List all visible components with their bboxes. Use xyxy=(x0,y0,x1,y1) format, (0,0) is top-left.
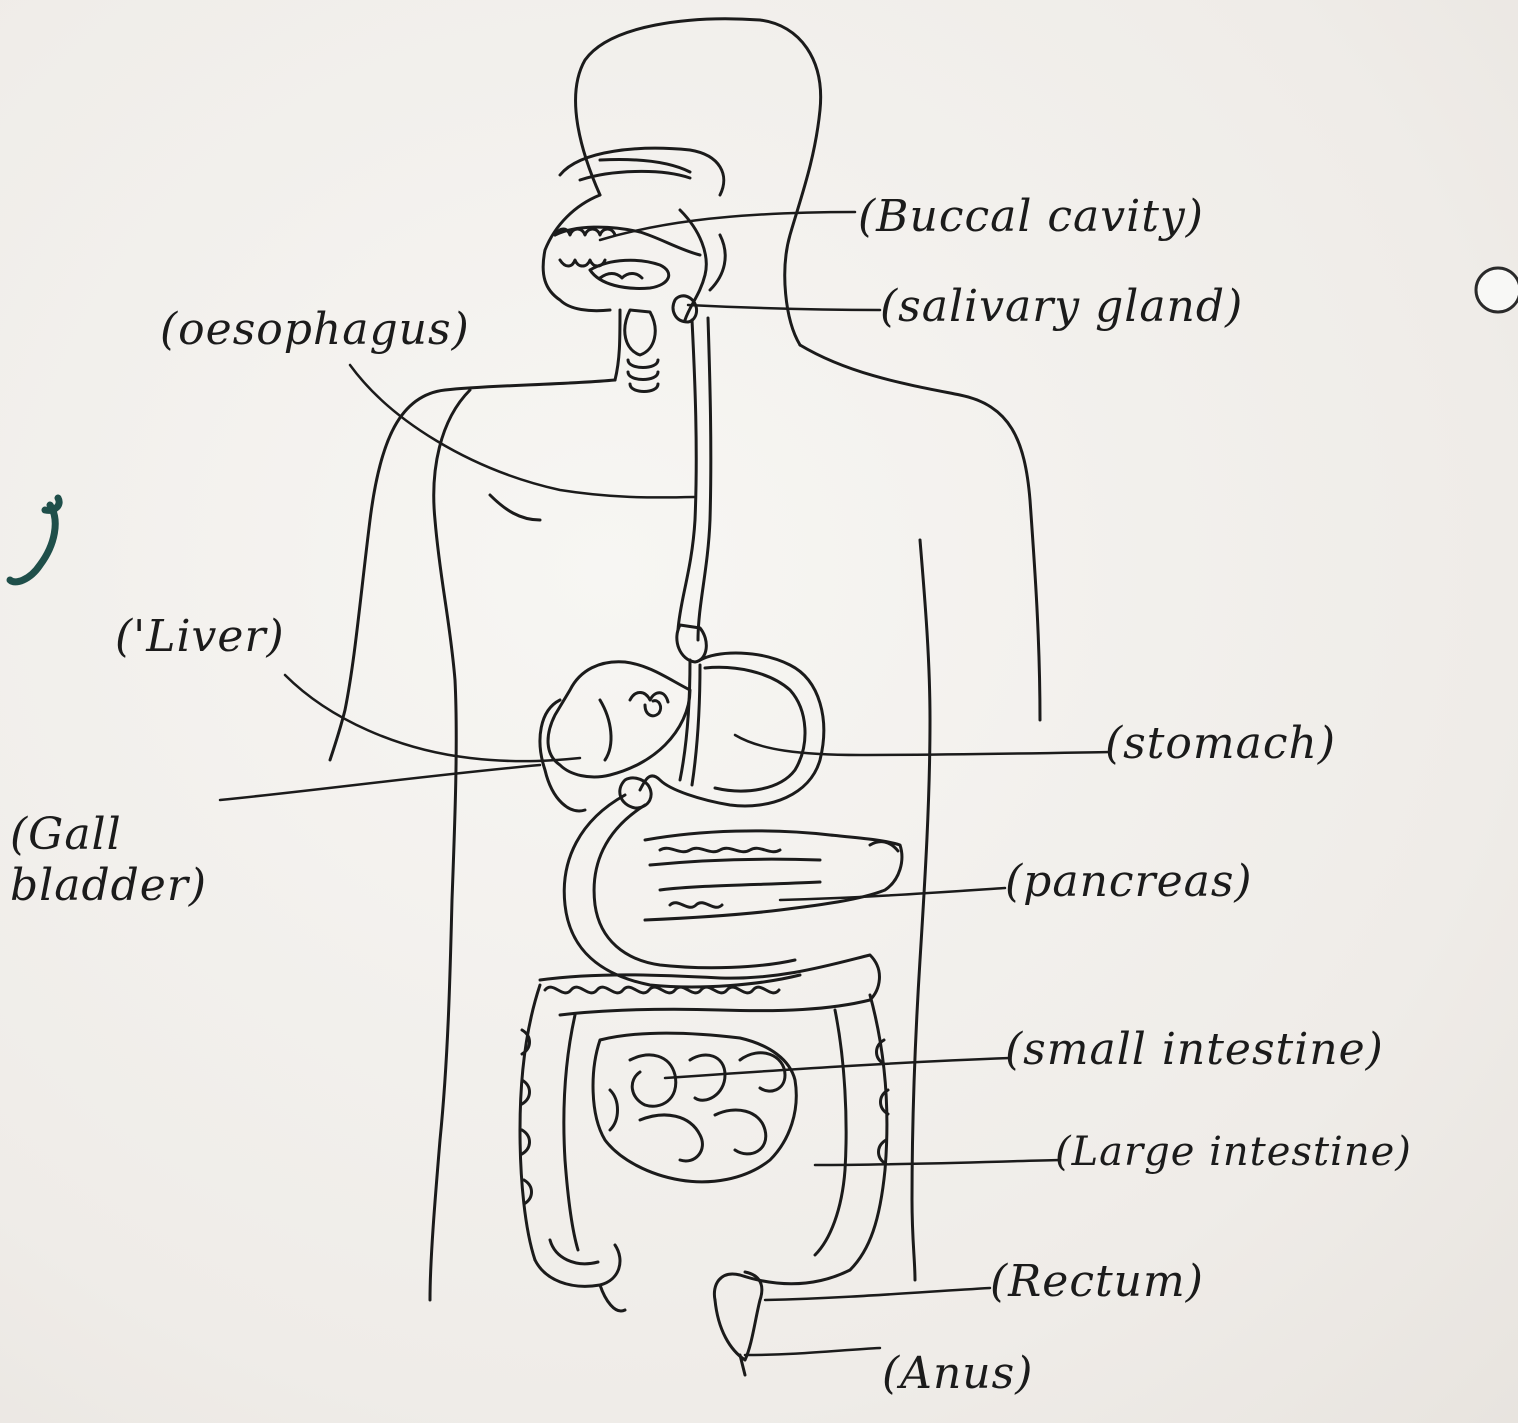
leader-buccal-cavity xyxy=(600,212,855,240)
label-oesophagus: (oesophagus) xyxy=(160,308,470,352)
punch-hole xyxy=(1476,268,1518,312)
leader-pancreas xyxy=(780,888,1005,900)
liver-drawing xyxy=(540,662,690,811)
leader-large-intestine xyxy=(815,1160,1060,1165)
leader-small-intestine xyxy=(665,1058,1010,1078)
duodenum-drawing xyxy=(564,795,800,987)
label-buccal-cavity: (Buccal cavity) xyxy=(858,195,1204,239)
leader-salivary-gland xyxy=(688,305,880,310)
label-anus: (Anus) xyxy=(882,1352,1033,1396)
leader-liver xyxy=(285,675,580,761)
leader-stomach xyxy=(735,735,1110,755)
label-salivary-gland: (salivary gland) xyxy=(880,285,1243,329)
label-small-intestine: (small intestine) xyxy=(1005,1028,1384,1072)
small-intestine-drawing xyxy=(593,1033,796,1182)
leader-gall-bladder xyxy=(220,765,540,800)
pancreas-drawing xyxy=(645,831,902,920)
leader-anus xyxy=(745,1348,880,1355)
label-pancreas: (pancreas) xyxy=(1005,860,1253,904)
label-gall-bladder: (Gall bladder) xyxy=(10,810,207,911)
label-rectum: (Rectum) xyxy=(990,1260,1204,1304)
label-stomach: (stomach) xyxy=(1105,722,1336,766)
buccal-cavity-drawing xyxy=(555,148,725,391)
label-liver: ('Liver) xyxy=(115,615,285,659)
oesophagus-drawing xyxy=(678,318,711,640)
label-large-intestine: (Large intestine) xyxy=(1055,1132,1412,1172)
ink-smudge xyxy=(10,498,59,582)
leader-rectum xyxy=(765,1288,990,1300)
